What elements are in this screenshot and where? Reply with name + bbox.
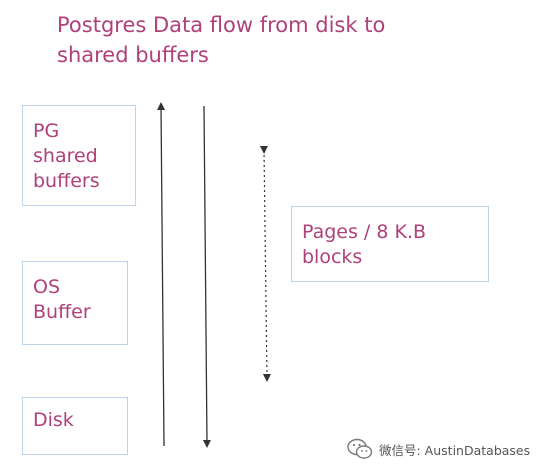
os-buffer-label: OS Buffer [33, 276, 91, 323]
down-arrow [202, 105, 211, 448]
disk-label: Disk [33, 409, 74, 431]
up-arrow [157, 102, 166, 447]
diagram-title: Postgres Data flow from disk to shared b… [57, 13, 386, 67]
os-buffer-box: OS Buffer [22, 261, 128, 345]
pg-shared-buffers-label: PG shared buffers [33, 120, 100, 192]
pages-blocks-label: Pages / 8 K.B blocks [302, 221, 427, 268]
pages-blocks-box: Pages / 8 K.B blocks [291, 206, 489, 282]
page-size-double-arrow [259, 145, 271, 382]
watermark-text: 微信号: AustinDatabases [379, 442, 531, 458]
pg-shared-buffers-box: PG shared buffers [22, 105, 136, 206]
disk-box: Disk [22, 397, 128, 455]
watermark: 微信号: AustinDatabases [347, 438, 530, 460]
wechat-icon [347, 438, 373, 459]
